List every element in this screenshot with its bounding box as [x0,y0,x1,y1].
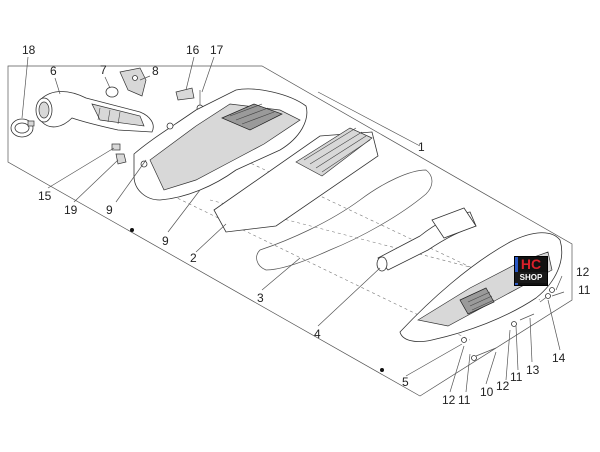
callout-16: 16 [186,43,200,57]
callout-9a: 9 [106,203,113,217]
intake-tube-part [376,207,477,272]
callout-12b: 12 [442,393,456,407]
logo-hc-text: HC [520,256,542,272]
callout-9b: 9 [162,234,169,248]
callout-13: 13 [526,363,540,377]
callout-11b: 11 [458,393,471,407]
ref-dot-left [130,228,134,232]
nut-part-19 [115,153,127,165]
logo-blue-bar [515,257,518,285]
callout-15: 15 [38,189,52,203]
callout-18: 18 [22,43,36,57]
clamp-part [10,118,35,138]
callout-11a: 11 [578,283,591,297]
callout-4: 4 [314,327,321,341]
bracket-part [119,67,147,97]
screw-part-10 [471,347,497,361]
leader-lines [21,56,565,393]
logo-shop-text: SHOP [515,272,547,283]
screw-part-5 [461,337,467,343]
intake-duct-part [35,91,154,133]
callout-12a: 12 [576,265,590,279]
callout-19: 19 [64,203,78,217]
gasket-part [256,169,433,271]
hc-shop-logo: HC SHOP [514,256,548,286]
screw-part-13 [511,313,535,327]
assembly-frame [7,65,573,397]
o-ring-part [105,86,119,98]
callout-3: 3 [257,291,264,305]
callout-6: 6 [50,64,57,78]
screw-part-14 [539,287,555,303]
callout-2: 2 [190,251,197,265]
callout-8: 8 [152,64,159,78]
callout-12c: 12 [496,379,510,393]
callout-14: 14 [552,351,566,365]
ref-dot-bottom [380,368,384,372]
dash-line-2 [139,179,471,341]
callout-5: 5 [402,375,409,389]
callout-numbers: 18 6 7 8 16 17 1 15 19 9 9 2 3 4 12 11 5… [22,43,591,407]
callout-17: 17 [210,43,224,57]
clip-part [175,87,195,101]
airbox-housing-part [133,88,308,201]
callout-7: 7 [100,63,107,77]
fastener-part-15 [111,143,121,151]
callout-11c: 11 [510,370,523,384]
filter-element-part [213,127,379,233]
dash-line-3 [209,199,521,281]
callout-10: 10 [480,385,494,399]
callout-1: 1 [418,140,425,154]
